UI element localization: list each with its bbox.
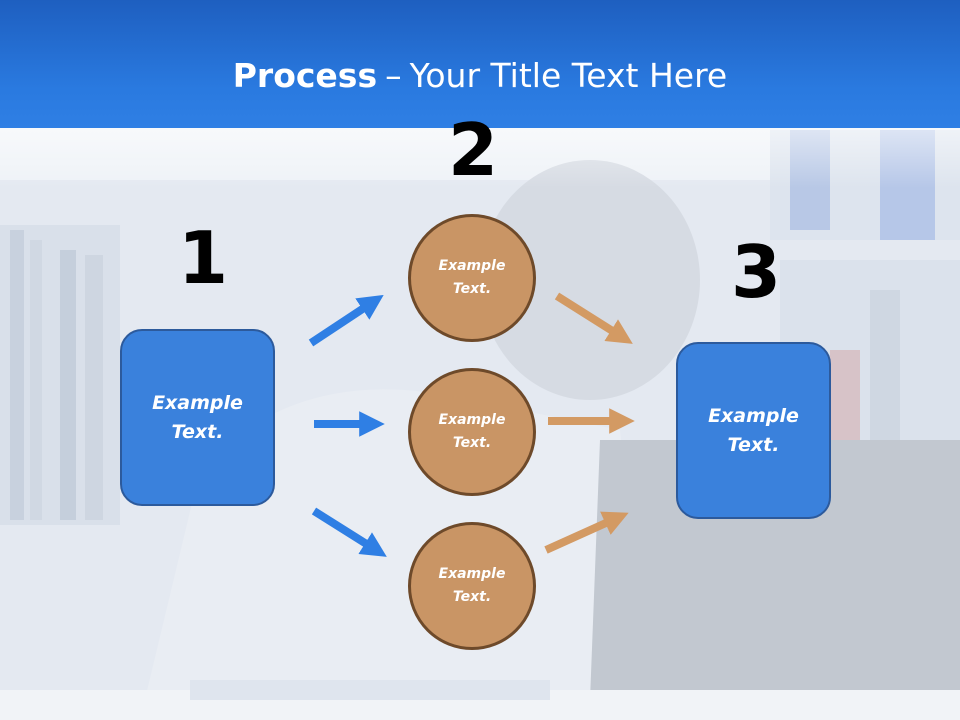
step-1-box[interactable]: Example Text. <box>120 329 275 506</box>
title-bar-fade <box>0 128 960 188</box>
arrow-2-top-to-3 <box>554 292 633 344</box>
title-bar <box>0 0 960 128</box>
step-2-circle-top[interactable]: Example Text. <box>408 214 536 342</box>
arrow-1-to-2-bottom <box>311 507 387 557</box>
slide-title: Process–Your Title Text Here <box>0 56 960 96</box>
title-rest: Your Title Text Here <box>409 56 728 95</box>
circle-bottom-text: Example Text. <box>438 566 506 605</box>
step-2-circle-bottom[interactable]: Example Text. <box>408 522 536 650</box>
step-number-3: 3 <box>731 230 782 314</box>
step-number-1: 1 <box>178 216 229 300</box>
step-number-2: 2 <box>448 108 499 192</box>
title-bold: Process <box>232 56 378 95</box>
step-2-circle-middle[interactable]: Example Text. <box>408 368 536 496</box>
arrow-1-to-2-top <box>308 294 384 347</box>
title-dash: – <box>385 56 402 95</box>
circle-middle-text: Example Text. <box>438 412 506 451</box>
step-3-box-text: Example Text. <box>708 404 799 456</box>
arrow-2-bottom-to-3 <box>544 511 629 554</box>
circle-top-text: Example Text. <box>438 258 506 297</box>
step-1-box-text: Example Text. <box>152 391 243 443</box>
step-3-box[interactable]: Example Text. <box>676 342 831 519</box>
